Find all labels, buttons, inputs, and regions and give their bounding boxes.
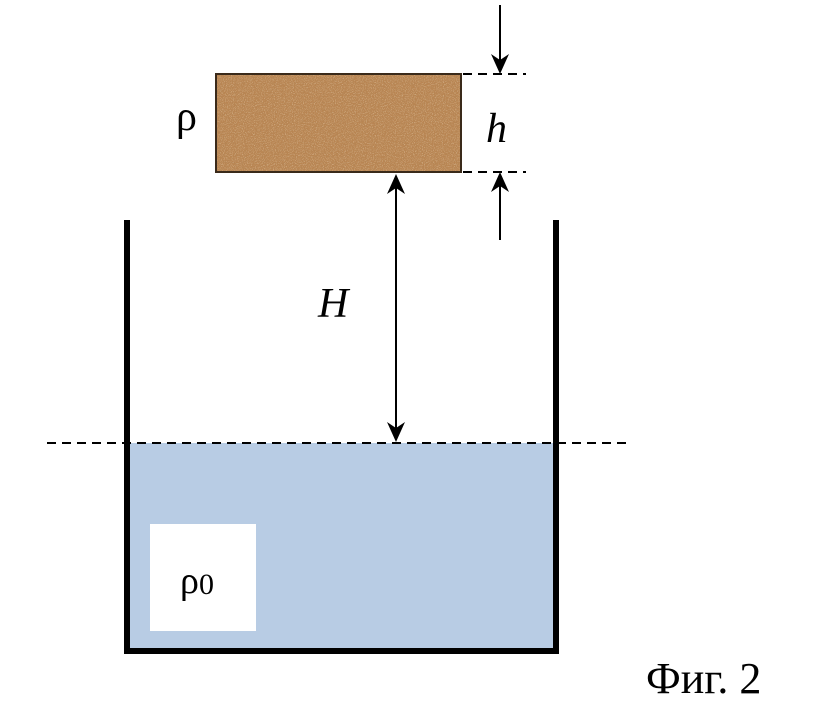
figure-caption: Фиг. 2 (646, 654, 761, 703)
liquid-label-box (150, 524, 256, 631)
drop-height-label: H (317, 281, 351, 327)
height-H-bottom-arrowhead (387, 422, 405, 442)
height-h-top-arrowhead (491, 54, 509, 74)
height-H-top-arrowhead (387, 174, 405, 194)
wooden-block (215, 73, 462, 173)
wooden-block-light-grain (216, 74, 461, 172)
liquid-density-label: ρ0 (180, 560, 214, 602)
block-density-label: ρ (176, 94, 197, 140)
liquid-density-symbol: ρ (180, 560, 199, 602)
wooden-block-border (215, 73, 462, 173)
height-h-bottom-arrowhead (491, 172, 509, 192)
container (124, 220, 559, 654)
liquid-density-subscript: 0 (199, 568, 214, 601)
block-height-label: h (486, 106, 507, 152)
